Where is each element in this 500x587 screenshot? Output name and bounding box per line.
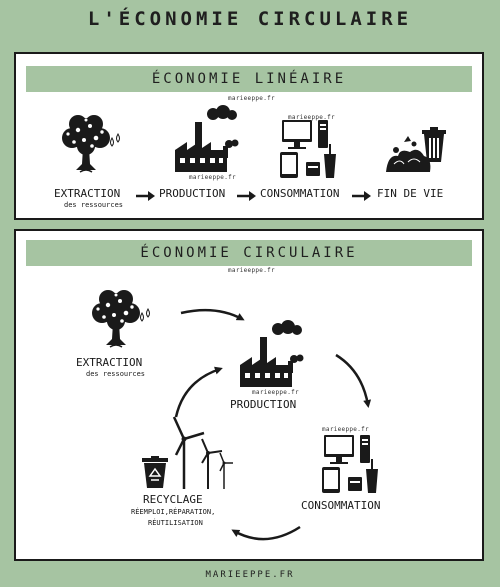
circular-production-credit: marieeppe.fr [252, 389, 299, 396]
factory-icon [240, 320, 304, 387]
arrow-consumption-to-recycling [231, 525, 301, 541]
linear-economy-heading: ÉCONOMIE LINÉAIRE [26, 66, 472, 92]
arrow-production-to-consumption [335, 353, 372, 408]
linear-end-of-life-label: FIN DE VIE [377, 187, 444, 200]
recycling-bin-icon [142, 456, 168, 488]
footer-credit: MARIEEPPE.FR [205, 570, 295, 580]
linear-economy-panel: ÉCONOMIE LINÉAIRE marieeppe.fr [14, 52, 484, 220]
consumption-icon [280, 120, 336, 178]
linear-extraction-label: EXTRACTION [54, 187, 121, 200]
circular-consumption-credit: marieeppe.fr [322, 426, 369, 433]
circular-recycling-label: RECYCLAGE [143, 493, 203, 506]
factory-icon [175, 105, 239, 172]
tree-icon [92, 290, 150, 348]
arrow-right-icon [237, 191, 256, 201]
circular-consumption-label: CONSOMMATION [301, 499, 381, 512]
circular-recycling-sublabel-1: RÉEMPLOI,RÉPARATION, [131, 508, 216, 516]
arrow-right-icon [352, 191, 371, 201]
circular-extraction-label: EXTRACTION [76, 356, 143, 369]
circular-economy-panel: ÉCONOMIE CIRCULAIRE marieeppe.fr EXTRACT… [14, 229, 484, 561]
cycle-arrows [174, 308, 372, 541]
circular-credit: marieeppe.fr [228, 267, 275, 274]
arrow-extraction-to-production [180, 308, 245, 321]
linear-extraction-sublabel: des ressources [64, 201, 124, 209]
page-title: L'ÉCONOMIE CIRCULAIRE [87, 8, 413, 30]
tree-icon [62, 115, 120, 173]
arrow-right-icon [136, 191, 155, 201]
circular-extraction-sublabel: des ressources [86, 370, 146, 378]
circular-economy-heading: ÉCONOMIE CIRCULAIRE [26, 240, 472, 266]
arrow-recycling-to-production [174, 366, 223, 418]
linear-credit: marieeppe.fr [228, 95, 275, 102]
linear-production-label: PRODUCTION [159, 187, 226, 200]
circular-recycling-sublabel-2: RÉUTILISATION [148, 519, 203, 527]
consumption-icon [322, 435, 378, 493]
waste-icon [386, 127, 446, 172]
linear-consumption-label: CONSOMMATION [260, 187, 340, 200]
linear-production-credit: marieeppe.fr [189, 174, 236, 181]
wind-turbine-icon [172, 416, 233, 489]
linear-consumption-credit: marieeppe.fr [288, 114, 335, 121]
circular-production-label: PRODUCTION [230, 398, 297, 411]
